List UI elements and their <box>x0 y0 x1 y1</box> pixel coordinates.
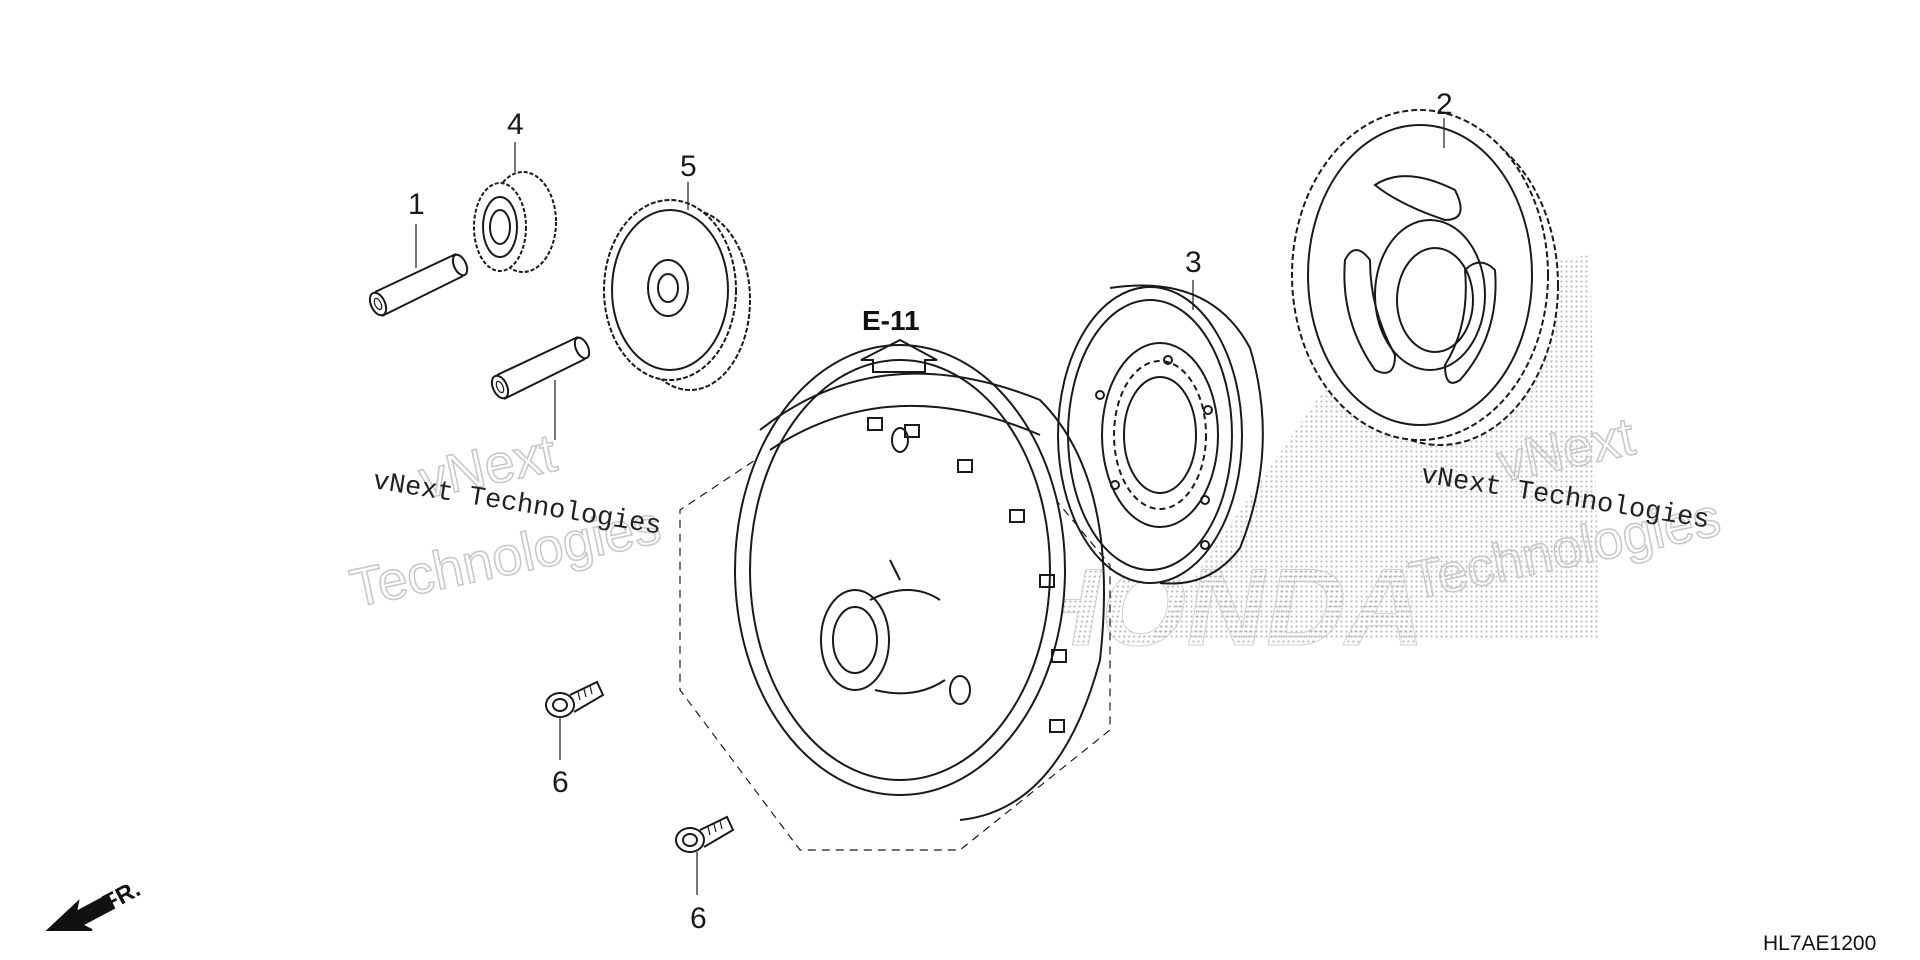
pin-upper <box>368 253 469 317</box>
up-arrow-icon <box>860 338 938 373</box>
small-double-gear <box>473 171 557 273</box>
callout-1: 1 <box>408 188 425 221</box>
diagram-code: HL7AE1200 <box>1763 932 1876 955</box>
front-indicator: FR. <box>45 875 145 931</box>
callouts: 1 2 3 4 5 6 6 <box>408 88 1453 935</box>
bolt-lower <box>675 815 735 853</box>
pin-lower <box>490 336 591 400</box>
callout-3: 3 <box>1185 246 1202 279</box>
callout-6a: 6 <box>552 766 569 799</box>
callout-6b: 6 <box>690 902 707 935</box>
large-driven-gear <box>1291 109 1559 446</box>
honda-watermark-text: HONDA <box>1012 547 1437 669</box>
bolt-upper <box>545 680 605 718</box>
starter-clutch <box>1057 284 1264 585</box>
flywheel-assembly <box>679 344 1111 851</box>
reference-label: E-11 <box>862 305 920 336</box>
idle-gear <box>603 199 751 391</box>
leader-lines <box>415 118 1445 895</box>
callout-2: 2 <box>1436 88 1453 121</box>
callout-4: 4 <box>507 108 524 141</box>
callout-5: 5 <box>680 150 697 183</box>
reference-group: E-11 <box>860 305 938 373</box>
front-direction-arrow-icon <box>45 893 116 931</box>
